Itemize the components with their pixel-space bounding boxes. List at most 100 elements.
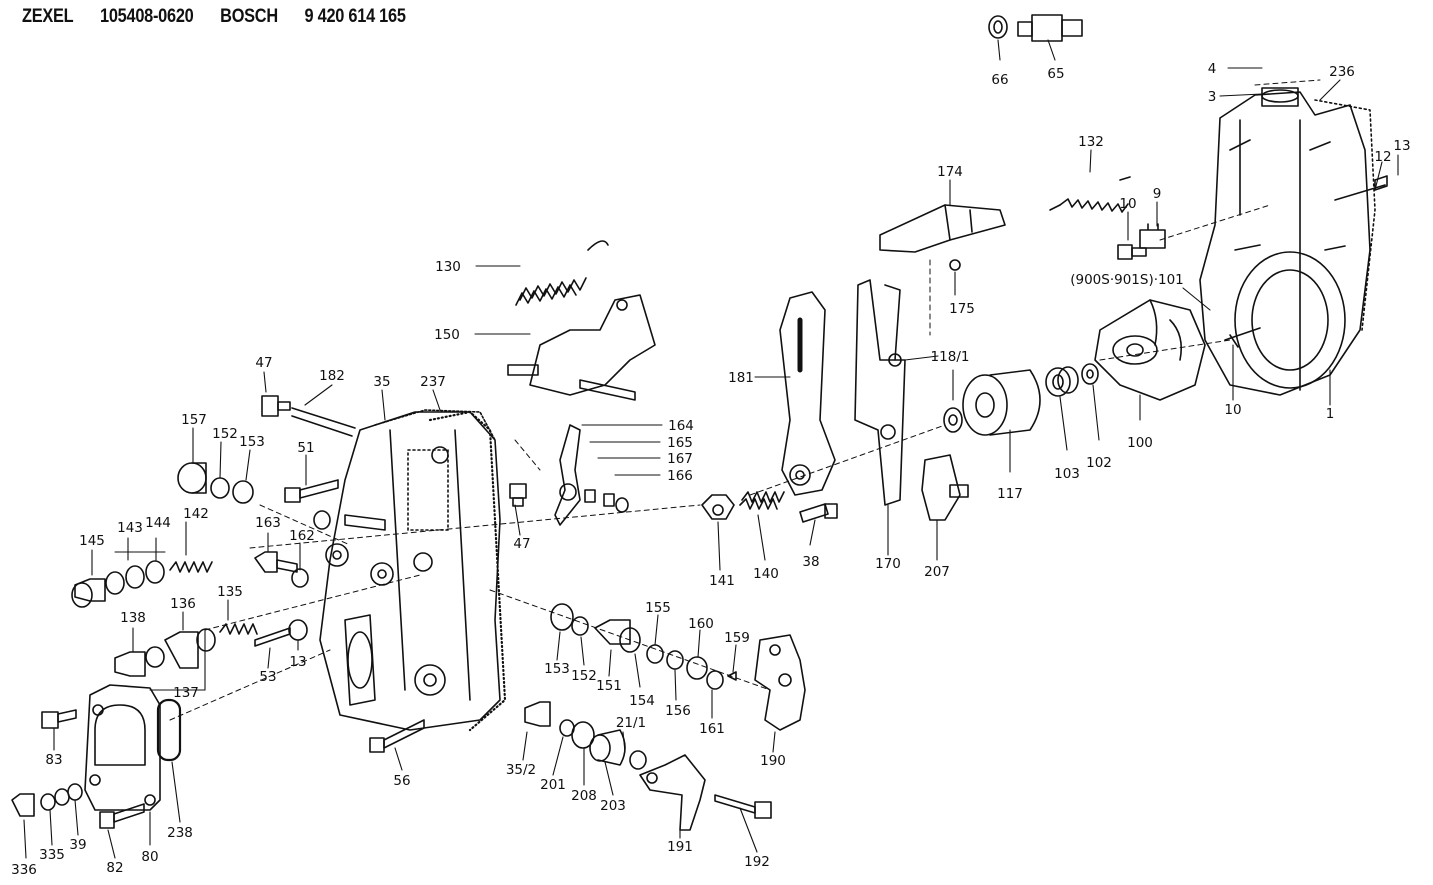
callout-1: 1: [1326, 406, 1335, 422]
callout-170: 170: [875, 556, 901, 572]
screw-10-upper: [1117, 244, 1147, 260]
spring-130: [515, 240, 609, 306]
callout-155: 155: [645, 600, 671, 616]
callout-12: 12: [1374, 149, 1391, 165]
callout-47-upper: 47: [255, 355, 272, 371]
lever-181: [779, 291, 836, 496]
gasket-238: [156, 698, 182, 762]
callout-236: 236: [1329, 64, 1355, 80]
screw-51: [284, 479, 339, 503]
callout-165: 165: [667, 435, 693, 451]
callout-118-1: 118/1: [931, 349, 970, 365]
callout-157: 157: [181, 412, 207, 428]
callout-191: 191: [667, 839, 693, 855]
callout-13: 13: [1393, 138, 1410, 154]
callout-102: 102: [1086, 455, 1112, 471]
callout-10-upper: 10: [1119, 196, 1136, 212]
callout-51: 51: [297, 440, 314, 456]
screw-38: [799, 503, 838, 523]
callout-4: 4: [1208, 61, 1217, 77]
callout-117: 117: [997, 486, 1023, 502]
callout-140: 140: [753, 566, 779, 582]
screw-56: [369, 719, 425, 753]
callout-208: 208: [571, 788, 597, 804]
plug-138: [114, 619, 308, 677]
callout-156: 156: [665, 703, 691, 719]
callout-132: 132: [1078, 134, 1104, 150]
flyweight-assembly-100: [1094, 299, 1206, 401]
callout-161: 161: [699, 721, 725, 737]
screw-47-upper: [261, 395, 291, 417]
callout-162: 162: [289, 528, 315, 544]
bosch-part-number: 9 420 614 165: [304, 6, 406, 27]
bracket-190: [754, 634, 806, 731]
callout-192: 192: [744, 854, 770, 870]
callout-137: 137: [173, 685, 199, 701]
callout-152-upper: 152: [212, 426, 238, 442]
callout-103: 103: [1054, 466, 1080, 482]
callout-145: 145: [79, 533, 105, 549]
callout-201: 201: [540, 777, 566, 793]
callout-900s-901s-101: (900S·901S)·101: [1070, 272, 1184, 288]
spring-140: [739, 491, 785, 510]
callout-labels: 66 65 4 3 236 13 12 132 9 174 10 130 (90…: [11, 61, 1410, 878]
brand-name: BOSCH: [220, 6, 278, 27]
callout-167: 167: [667, 451, 693, 467]
lever-191: [639, 754, 706, 831]
callout-182: 182: [319, 368, 345, 384]
callout-38: 38: [802, 554, 819, 570]
callout-47-lower: 47: [513, 536, 530, 552]
parts-35-2-to-203: [524, 701, 647, 770]
callout-83: 83: [45, 752, 62, 768]
callout-160: 160: [688, 616, 714, 632]
lever-170: [854, 279, 906, 506]
callout-238: 238: [167, 825, 193, 841]
callout-35-2: 35/2: [506, 762, 536, 778]
callout-82: 82: [106, 860, 123, 876]
zexel-part-number: 105408-0620: [100, 6, 194, 27]
callout-190: 190: [760, 753, 786, 769]
clip-9: [1139, 223, 1166, 249]
nut-141: [701, 494, 735, 520]
lever-164: [554, 424, 629, 526]
callout-152-lower: 152: [571, 668, 597, 684]
callout-181: 181: [728, 370, 754, 386]
lever-174: [879, 204, 1006, 271]
callout-237: 237: [420, 374, 446, 390]
callout-175: 175: [949, 301, 975, 317]
callout-138: 138: [120, 610, 146, 626]
callout-143: 143: [117, 520, 143, 536]
callout-53: 53: [259, 669, 276, 685]
lever-150: [507, 294, 656, 401]
callout-163: 163: [255, 515, 281, 531]
screw-47-lower: [509, 483, 527, 507]
callout-66: 66: [991, 72, 1008, 88]
plug-157: [177, 462, 254, 504]
callout-13-lower: 13: [289, 654, 306, 670]
callout-100: 100: [1127, 435, 1153, 451]
washer-102: [1081, 363, 1099, 385]
callout-9: 9: [1153, 186, 1162, 202]
callout-203: 203: [600, 798, 626, 814]
washer-118-1: [943, 407, 963, 433]
gasket-237: [428, 410, 507, 732]
callout-39: 39: [69, 837, 86, 853]
callout-144: 144: [145, 515, 171, 531]
callout-141: 141: [709, 573, 735, 589]
callout-154: 154: [629, 693, 655, 709]
callout-142: 142: [183, 506, 209, 522]
callout-35: 35: [373, 374, 390, 390]
callout-335: 335: [39, 847, 65, 863]
bolt-192: [714, 794, 772, 819]
callout-65: 65: [1047, 66, 1064, 82]
callout-164: 164: [668, 418, 694, 434]
callout-166: 166: [667, 468, 693, 484]
spring-132: [1049, 176, 1131, 213]
callout-leader-lines: [23, 39, 1399, 859]
callout-207: 207: [924, 564, 950, 580]
callout-21-1: 21/1: [616, 715, 646, 731]
pin-182: [291, 407, 356, 437]
callout-80: 80: [141, 849, 158, 865]
callout-159: 159: [724, 630, 750, 646]
callout-153-upper: 153: [239, 434, 265, 450]
